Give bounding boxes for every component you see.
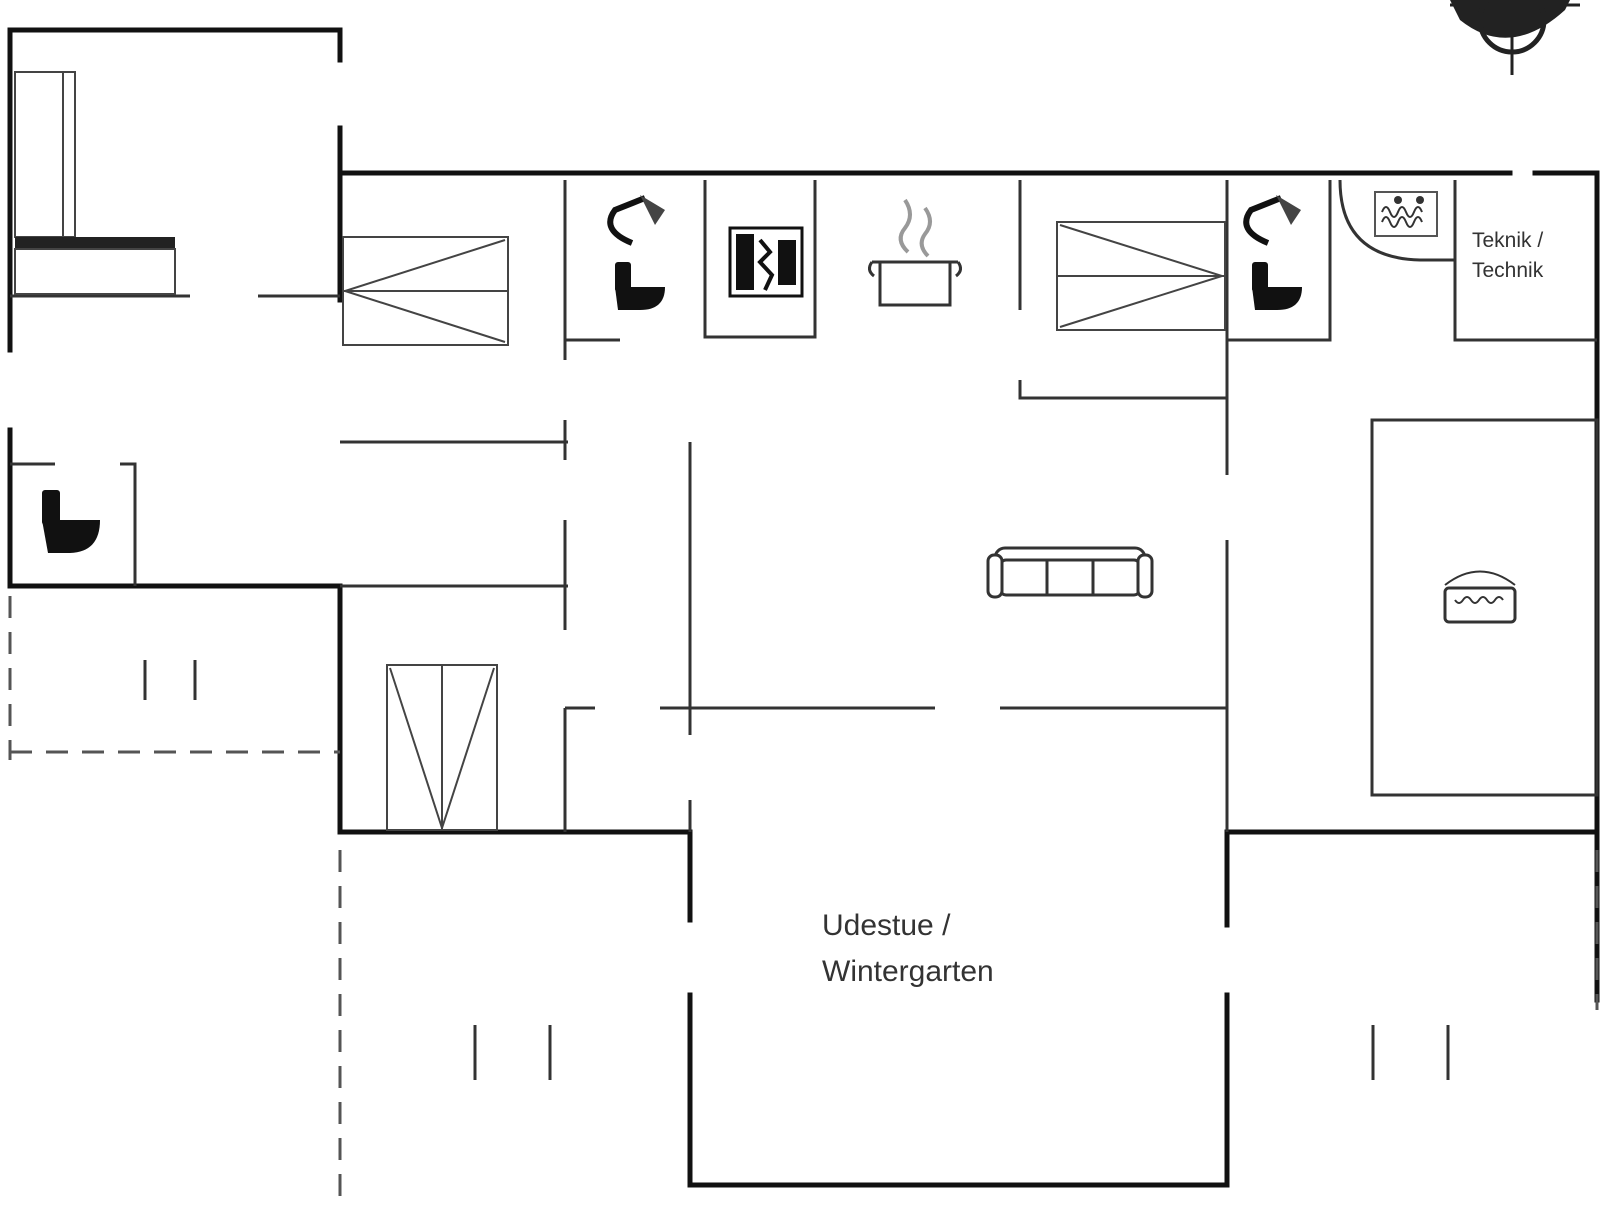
sauna-icon [1338, 179, 1455, 262]
terrace-outlines [8, 596, 1599, 1205]
bed-icon [341, 236, 509, 346]
bed-icon [1056, 221, 1226, 331]
room-label-udestue: Udestue / Wintergarten [822, 903, 994, 995]
washing-machine-icon [728, 226, 804, 298]
interior-walls [10, 180, 1599, 832]
toilet-icon [42, 490, 100, 553]
room-label-udestue-line1: Udestue / [822, 909, 951, 942]
room-label-teknik: Teknik / Technik [1472, 226, 1543, 286]
toilet-icon [615, 262, 665, 310]
bed-icon [386, 664, 498, 832]
exterior-walls [7, 27, 1600, 1188]
room-label-udestue-line2: Wintergarten [822, 955, 994, 988]
compass-icon [1450, 0, 1580, 75]
room-label-teknik-line1: Teknik / [1472, 229, 1544, 252]
bed-icon [14, 71, 176, 295]
room-label-teknik-line2: Technik [1472, 259, 1544, 282]
shower-icon [1243, 195, 1301, 246]
dining-table-icon [1443, 570, 1517, 624]
toilet-icon [1252, 262, 1302, 310]
sofa-icon [986, 546, 1154, 599]
cooking-pot-icon [867, 198, 963, 307]
shower-icon [607, 195, 665, 246]
